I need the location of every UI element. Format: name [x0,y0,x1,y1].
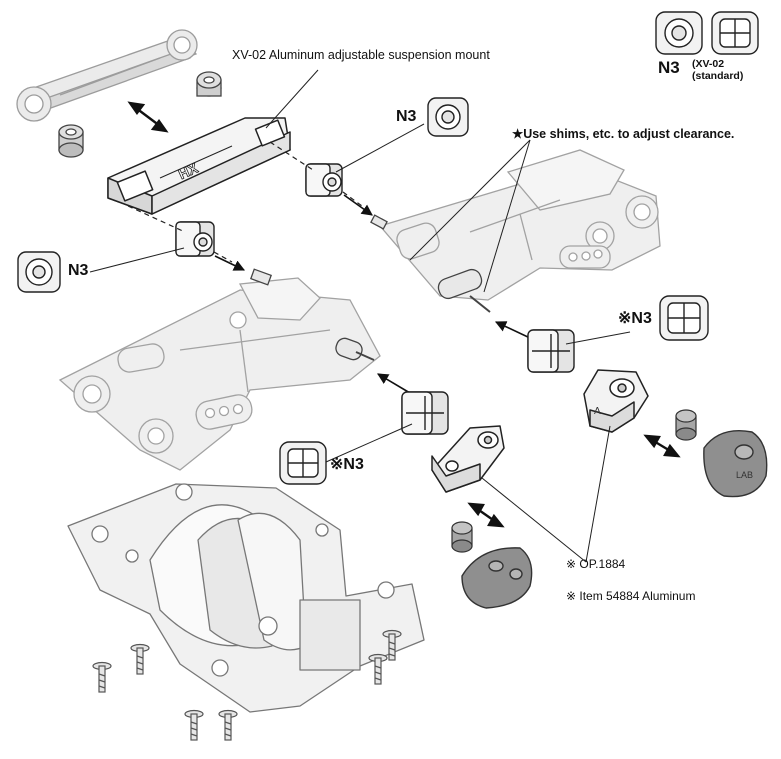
block-mark-a: A [594,406,601,417]
pivot-pin-right [370,214,491,313]
n3-bushing-upper-right [527,329,575,373]
op1884-block-left [431,425,505,493]
screws [92,629,402,741]
label-n3-right-marked: ※N3 [618,310,652,327]
legend-xv02-line2: (standard) [692,70,744,82]
n3-round-icon-top [427,97,469,137]
leader-lines [89,69,631,563]
screw-6 [382,629,402,661]
gearbox-housing [67,483,425,713]
n3-cross-icon-legend [711,11,759,55]
op1884-block-right: A [583,369,649,433]
gray-bushing-right [675,409,697,441]
legend-xv02-line1: (XV-02 [692,58,725,70]
guide-dashes [127,141,363,263]
label-n3-left: N3 [68,262,89,279]
screw-2 [130,643,150,675]
ghost-upper-arm [16,29,198,122]
legend-n3: N3 [658,58,680,77]
swap-arrows-lower [467,434,681,528]
n3-bushing-right [305,163,343,197]
swap-arrow-top [127,101,169,133]
gray-bushing-left [451,521,473,553]
insert-arrows [214,194,531,394]
screw-1 [92,661,112,693]
ghost-bushing-left [58,124,84,158]
n3-round-icon-legend [655,11,703,55]
n3-cross-icon-left [279,441,327,485]
pivot-pin-left [249,268,375,361]
screw-5 [368,653,388,685]
n3-bushing-left [175,221,215,257]
n3-cross-icon-right [659,295,709,341]
label-suspension-mount: XV-02 Aluminum adjustable suspension mou… [232,48,490,62]
label-shim-note: ★Use shims, etc. to adjust clearance. [512,127,735,141]
n3-bushing-lower-left [401,391,449,435]
block-mark-b: LAB [736,470,753,480]
gray-block-left [461,547,533,609]
gray-block-right: LAB [703,430,768,498]
ghost-lower-arm-left [58,277,381,471]
xv02-aluminum-mount: HX [107,117,291,215]
label-option-ref: ※ OP.1884 [566,557,626,571]
screw-3 [184,709,204,741]
label-n3-top: N3 [396,108,417,125]
n3-round-icon-left [17,251,61,293]
label-n3-left-marked: ※N3 [330,456,364,473]
ghost-lower-arm-right [378,149,661,301]
label-item-ref: ※ Item 54884 Aluminum [566,589,696,603]
screw-4 [218,709,238,741]
ghost-bushing-top [196,71,222,97]
